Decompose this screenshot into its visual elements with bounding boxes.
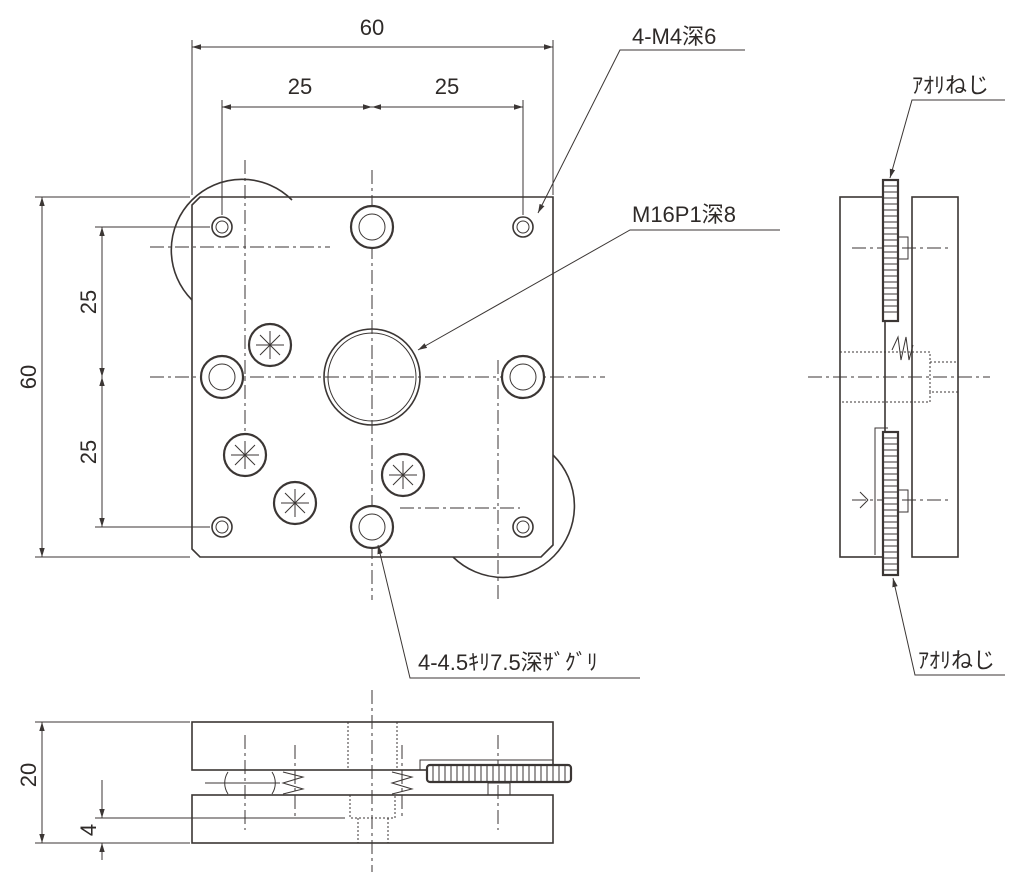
stage-plate	[191, 196, 554, 558]
dim-left-upper-pitch: 25	[76, 290, 101, 314]
callout-m16: M16P1深8	[632, 202, 736, 227]
dim-top-width: 60	[360, 15, 384, 40]
tilt-knob-disc-bottom-right	[452, 454, 576, 579]
adjustment-knob	[425, 763, 573, 784]
front-view: 20 4	[16, 690, 573, 872]
top-view: 60 25 25 60 25 25 4-M4深6 M16P1深8 4-4.5ｷﾘ…	[16, 15, 780, 679]
counterbored-holes	[199, 204, 546, 550]
side-view: ｱｵﾘねじ ｱｵﾘねじ	[808, 73, 1005, 676]
m16-center-hole	[323, 328, 421, 426]
dim-left-height: 60	[16, 365, 41, 389]
dim-front-gap: 4	[76, 824, 101, 836]
callout-tilt-screw-bottom: ｱｵﾘねじ	[918, 648, 995, 673]
tilt-knob-top	[881, 178, 900, 323]
dim-left-lower-pitch: 25	[76, 440, 101, 464]
m4-holes	[211, 216, 534, 538]
dim-top-left-pitch: 25	[288, 74, 312, 99]
tilt-knob-disc-top-left	[170, 178, 293, 301]
callout-m4: 4-M4深6	[632, 24, 716, 49]
callout-tilt-screw-top: ｱｵﾘねじ	[912, 73, 989, 98]
dim-top-right-pitch: 25	[435, 74, 459, 99]
tilt-knob-bottom	[881, 430, 900, 577]
dim-front-height: 20	[16, 763, 41, 787]
callout-counterbore: 4-4.5ｷﾘ7.5深ｻﾞｸﾞﾘ	[418, 650, 598, 675]
screws	[222, 322, 426, 526]
